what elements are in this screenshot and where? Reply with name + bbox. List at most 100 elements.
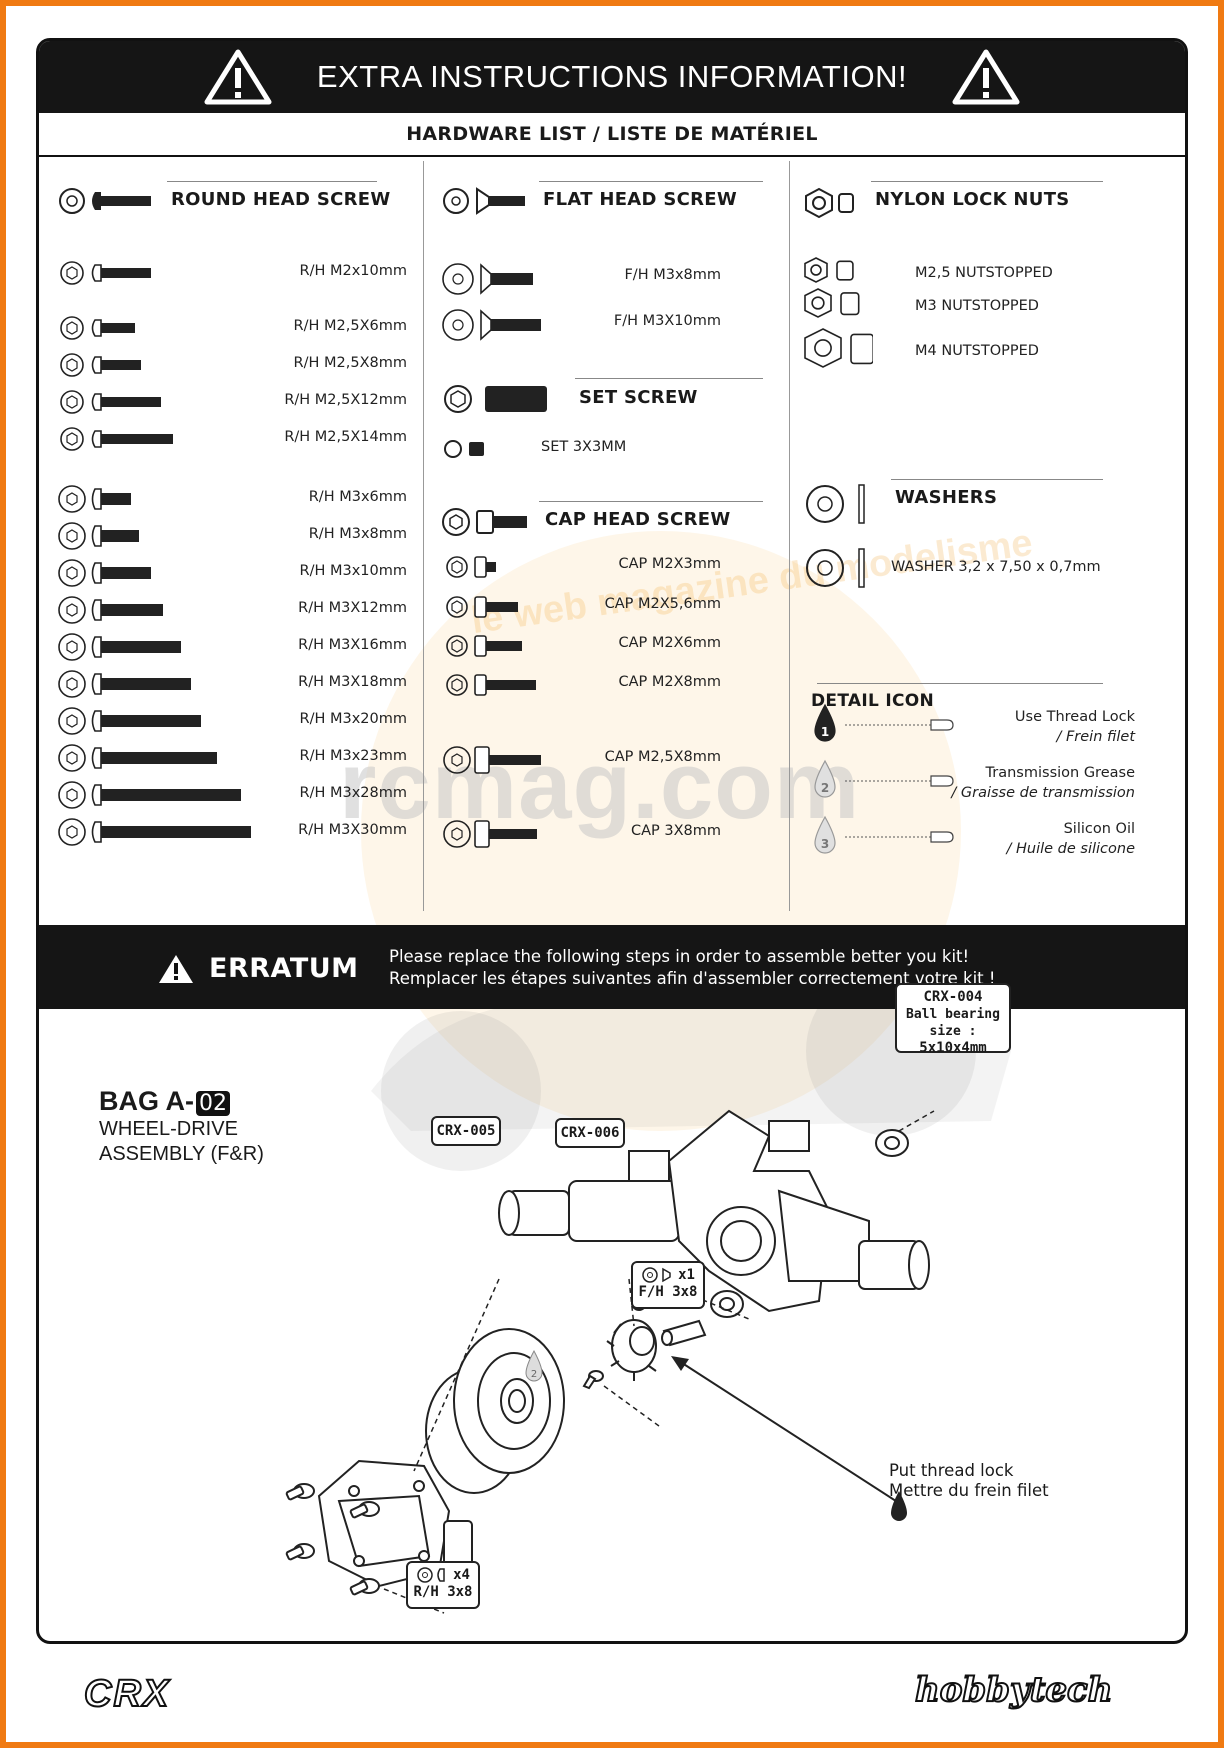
thread-lock-drop-icon: [891, 1491, 907, 1521]
crx-004-code: CRX-004: [923, 989, 983, 1005]
crx-005-callout: CRX-005: [431, 1116, 501, 1146]
cap-head-screw-icon: [443, 820, 537, 848]
washer-item: WASHER 3,2 x 7,50 x 0,7mm: [891, 559, 1101, 575]
section-rule: [539, 181, 763, 182]
cap-head-screw-icon: [443, 746, 541, 774]
round-head-screw-icon: [60, 316, 135, 340]
round-head-screw-part: [285, 1483, 315, 1501]
round-head-screw-part: [285, 1543, 315, 1561]
instruction-sheet: EXTRA INSTRUCTIONS INFORMATION! HARDWARE…: [36, 38, 1188, 1644]
cap-head-title: CAP HEAD SCREW: [545, 509, 731, 530]
nylon-lock-nut-icon: [804, 328, 873, 368]
cap-head-item: CAP M2X5,6mm: [604, 596, 721, 612]
cap-head-screw-icon: [446, 674, 536, 696]
flat-head-screw-part: [582, 1370, 604, 1390]
round-head-item: R/H M3X12mm: [298, 600, 407, 616]
svg-text:3: 3: [821, 837, 829, 851]
bag-prefix: BAG A-: [99, 1086, 194, 1116]
crx-004-callout: CRX-004 Ball bearing size : 5x10x4mm: [895, 983, 1011, 1056]
cap-head-screw-icon: [446, 596, 518, 618]
round-head-item: R/H M3X18mm: [298, 674, 407, 690]
thread-lock-note-fr: Mettre du frein filet: [889, 1481, 1049, 1500]
warning-icon: [204, 49, 272, 105]
round-head-item: R/H M3x10mm: [299, 563, 408, 579]
hobbytech-logo: hobbytech: [914, 1669, 1113, 1711]
round-head-screw-icon: [60, 353, 141, 377]
drop-icon: 2: [814, 759, 954, 798]
set-screw-item: SET 3X3MM: [541, 439, 627, 455]
round-head-qty: x4: [453, 1566, 470, 1583]
cap-head-screw-icon: [442, 508, 527, 536]
arrow-pointer: [671, 1356, 900, 1504]
round-head-item: R/H M3X16mm: [298, 637, 407, 653]
differential-ring-gear: [425, 1328, 565, 1494]
flat-head-screw-icon: [442, 309, 541, 341]
ball-bearing: [875, 1129, 909, 1157]
top-banner: EXTRA INSTRUCTIONS INFORMATION!: [39, 41, 1185, 113]
crx-004-bearing-size: 5x10x4mm: [919, 1040, 987, 1056]
round-head-screw-part: [349, 1578, 380, 1596]
round-head-item: R/H M2x10mm: [299, 263, 408, 279]
round-head-screw-icon: [58, 818, 251, 846]
round-head-screw-part: [349, 1501, 380, 1519]
thread-lock-note-en: Put thread lock: [889, 1461, 1014, 1480]
round-head-screw-icon: [58, 559, 151, 587]
banner-title: EXTRA INSTRUCTIONS INFORMATION!: [316, 59, 908, 94]
flat-head-item: F/H M3X10mm: [613, 313, 721, 329]
nylon-nuts-title: NYLON LOCK NUTS: [875, 189, 1070, 210]
round-head-qty-callout: x4 R/H 3x8: [406, 1561, 480, 1609]
detail-icon-label-fr: / Huile de silicone: [1006, 841, 1135, 857]
thread-lock-note: Put thread lock Mettre du frein filet: [889, 1461, 1049, 1501]
round-head-screw-icon: [60, 427, 173, 451]
flat-head-screw-icon: [642, 1267, 671, 1283]
bag-subtitle-1: WHEEL-DRIVE: [99, 1118, 238, 1140]
round-head-screw-icon: [58, 744, 217, 772]
cap-head-item: CAP M2,5X8mm: [604, 749, 721, 765]
set-screw-icon: [444, 385, 547, 413]
nylon-nut-item: M2,5 NUTSTOPPED: [915, 265, 1053, 281]
diff-cover: [317, 1459, 473, 1588]
round-head-size: R/H 3x8: [413, 1584, 473, 1600]
round-head-screw-icon: [58, 781, 241, 809]
flat-head-qty: x1: [678, 1266, 695, 1283]
flat-head-screw-icon: [443, 187, 525, 215]
round-head-item: R/H M2,5X12mm: [284, 392, 407, 408]
round-head-item: R/H M2,5X8mm: [293, 355, 407, 371]
leader-lines: [383, 1110, 935, 1614]
detail-icon-title: DETAIL ICON: [811, 691, 935, 711]
grease-drop-icon: 2: [525, 1349, 543, 1382]
crx-006-callout: CRX-006: [555, 1118, 625, 1148]
flat-head-screw-icon: [442, 263, 533, 295]
ball-bearing: [710, 1290, 744, 1318]
round-head-screw-icon: [60, 390, 161, 414]
section-rule: [539, 501, 763, 502]
bag-number: 02: [196, 1091, 230, 1116]
washers-title: WASHERS: [895, 487, 998, 508]
round-head-screw-icon: [59, 188, 151, 214]
crx-logo: CRX: [83, 1672, 171, 1716]
cap-head-item: CAP M2X3mm: [618, 556, 721, 572]
cap-head-item: CAP M2X8mm: [618, 674, 721, 690]
flat-head-qty-callout: x1 F/H 3x8: [631, 1261, 705, 1309]
hardware-list-title: HARDWARE LIST / LISTE DE MATÉRIEL: [39, 113, 1185, 157]
washer-item-icon: [806, 548, 865, 588]
watermark-text: rcmag.com: [339, 732, 861, 839]
nylon-lock-nut-icon: [805, 187, 854, 219]
axle-housing: [498, 1109, 930, 1313]
erratum-line-fr: Remplacer les étapes suivantes afin d'as…: [389, 969, 996, 988]
section-rule: [167, 181, 377, 182]
detail-icon-label: Silicon Oil: [1063, 821, 1135, 837]
section-rule: [817, 683, 1103, 684]
crx-004-bearing-label: Ball bearing size :: [906, 1007, 1000, 1039]
washer-icon: [806, 484, 865, 524]
section-rule: [871, 181, 1103, 182]
column-divider: [423, 161, 424, 911]
round-head-screw-icon: [58, 633, 181, 661]
round-head-item: R/H M3x23mm: [299, 748, 408, 764]
cap-head-item: CAP M2X6mm: [618, 635, 721, 651]
detail-icon-label: Use Thread Lock: [1014, 709, 1135, 725]
set-screw-small-icon: [444, 440, 484, 458]
pinion-gear: [606, 1319, 657, 1381]
round-head-item: R/H M2,5X14mm: [284, 429, 407, 445]
round-head-item: R/H M3x28mm: [299, 785, 408, 801]
